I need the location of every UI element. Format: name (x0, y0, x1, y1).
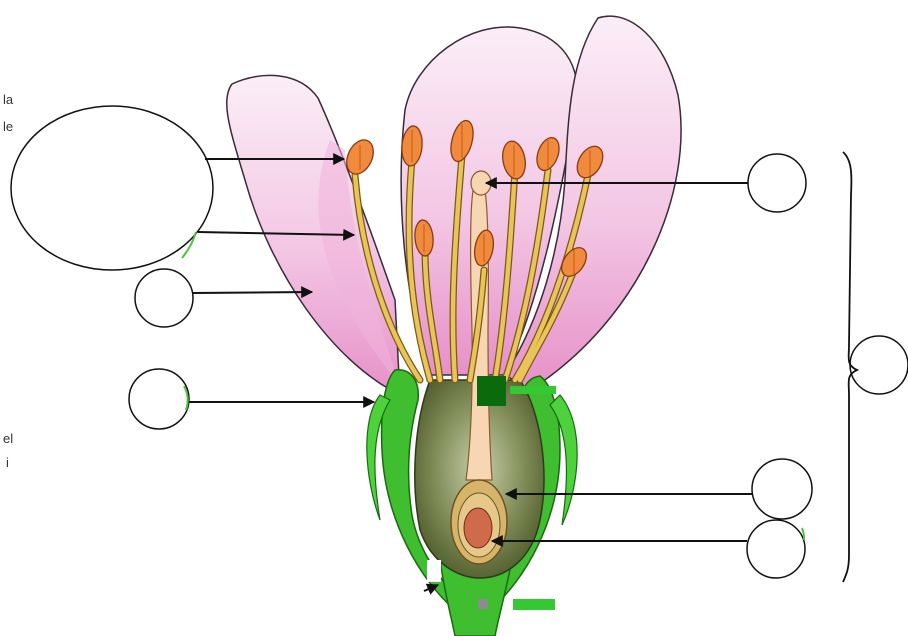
label-bubble-ovule[interactable] (747, 520, 805, 578)
label-bubble-ovary[interactable] (752, 459, 812, 519)
label-bubble-stigma[interactable] (748, 154, 806, 212)
ovule-inner (464, 508, 492, 548)
marker-grey (478, 599, 488, 609)
side-text-fragment: le (3, 120, 13, 134)
label-bubble-sepal[interactable] (129, 369, 189, 429)
marker-dark-green (477, 376, 506, 406)
marker-light-green-bottom (513, 599, 555, 610)
label-bubble-petal[interactable] (135, 269, 193, 327)
label-bubble-pistil[interactable] (850, 336, 908, 394)
marker-white (427, 560, 441, 582)
side-text-fragment: i (6, 456, 9, 470)
label-bubble-large[interactable] (11, 106, 213, 270)
side-text-fragment: el (3, 432, 13, 446)
side-text-fragment: la (3, 93, 13, 107)
arrow-petal (193, 292, 312, 293)
marker-light-green-top (510, 386, 556, 394)
